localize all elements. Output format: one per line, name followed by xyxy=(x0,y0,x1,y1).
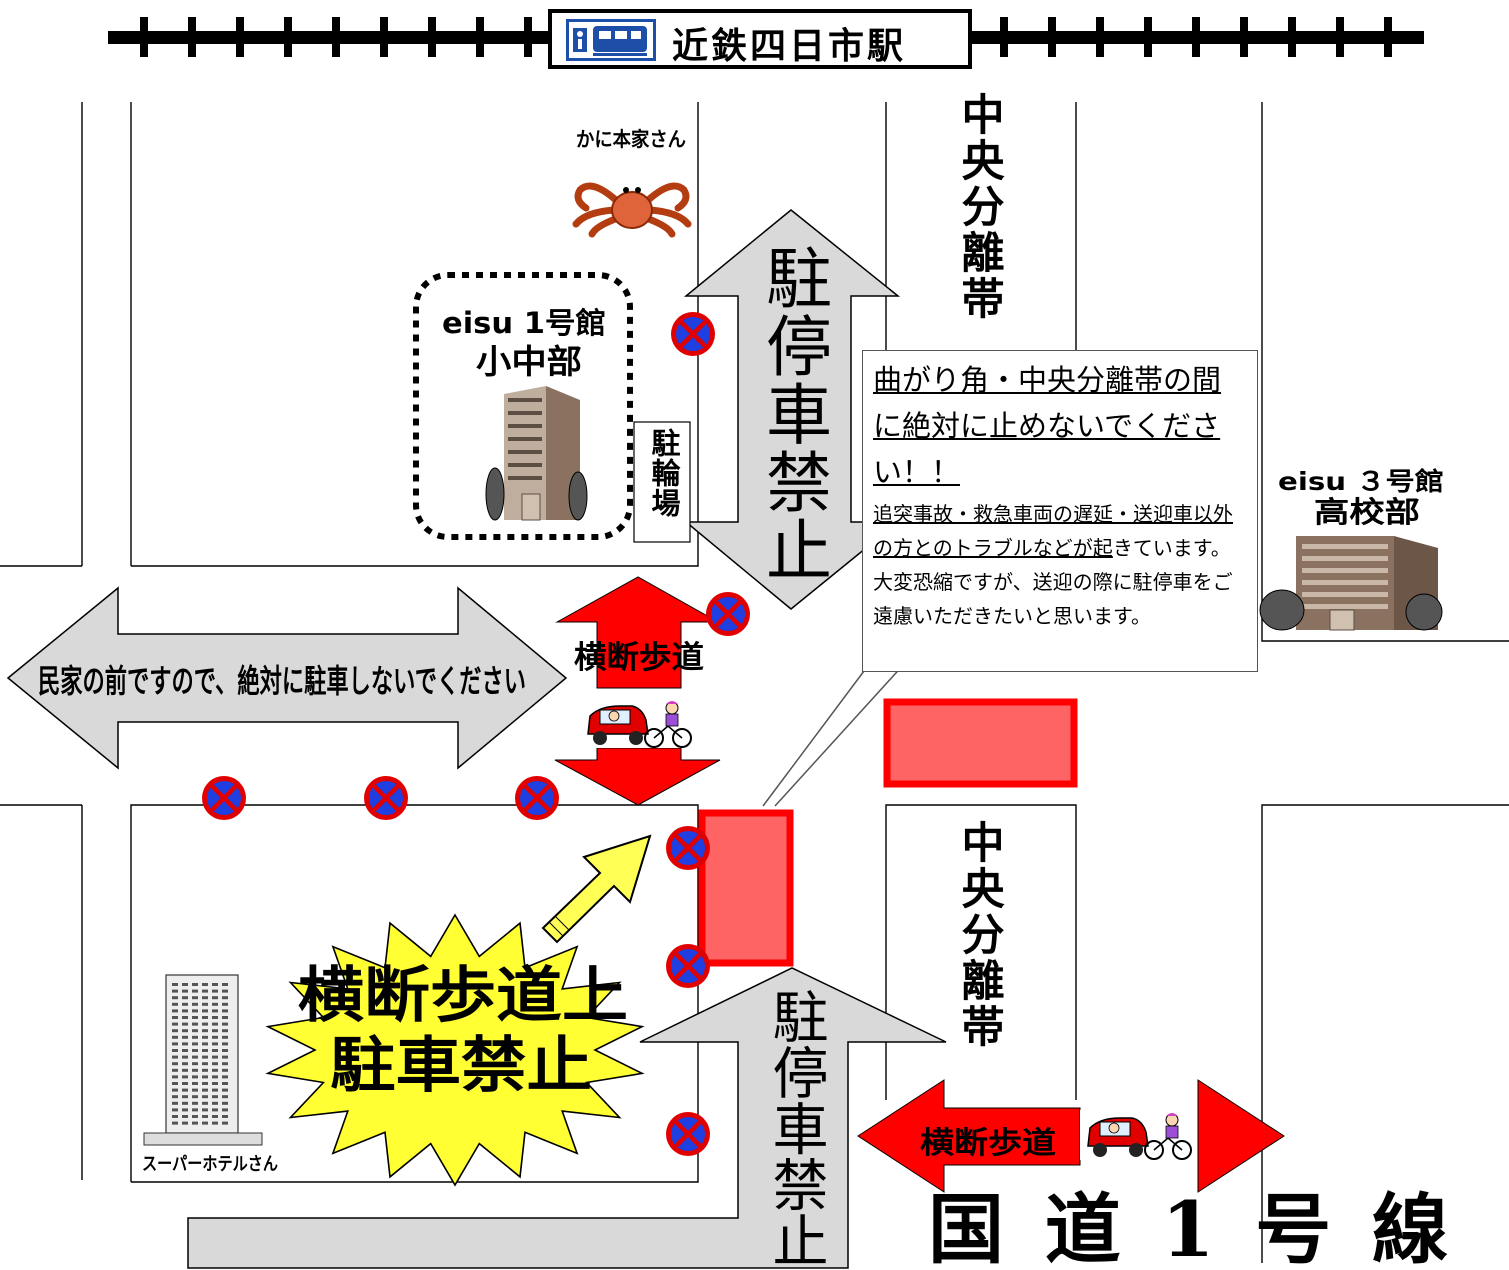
crab-icon xyxy=(572,182,692,238)
no-parking-icon xyxy=(202,776,246,820)
no-parking-icon xyxy=(666,944,710,988)
crosswalk-label-upper: 横断歩道 xyxy=(574,640,704,676)
building-icon xyxy=(1259,536,1443,631)
no-stopping-arrow-lower xyxy=(187,967,947,1269)
median-label-lower: 中央分離帯 xyxy=(954,820,1004,1050)
burst-shape xyxy=(265,913,645,1187)
car-bicycle-icon xyxy=(1079,1109,1193,1161)
eisu1-label-line2: 小中部 xyxy=(476,342,582,381)
residential-warning: 民家の前ですので、絶対に駐車しないでください xyxy=(38,662,526,700)
residential-arrow xyxy=(6,586,568,770)
car-bicycle-icon xyxy=(579,697,693,749)
no-stopping-arrow-upper xyxy=(683,209,901,610)
burst-line-1: 横断歩道上 xyxy=(298,961,628,1031)
crosswalk-arrow-down xyxy=(554,747,721,806)
no-parking-zone-right xyxy=(883,698,1078,788)
no-parking-zone-left xyxy=(698,809,794,967)
road-name: 国 道 1 号 線 xyxy=(928,1185,1448,1270)
no-parking-icon xyxy=(515,776,559,820)
notice-detail-underlined: 追突事故・救急車両の遅延・送迎車以外の方とのトラブルなどが起 xyxy=(873,502,1233,560)
building-icon xyxy=(143,974,263,1146)
no-stopping-label-upper: 駐停車禁止 xyxy=(755,244,832,584)
bicycle-parking-box xyxy=(633,421,691,543)
eisu1-outline xyxy=(413,272,633,540)
no-parking-icon xyxy=(671,312,715,356)
hotel-label: スーパーホテルさん xyxy=(142,1154,278,1175)
crosswalk-arrow-up xyxy=(555,576,720,689)
station-name: 近鉄四日市駅 xyxy=(672,26,907,67)
notice-box: 曲がり角・中央分離帯の間に絶対に止めないでください！！ 追突事故・救急車両の遅延… xyxy=(862,350,1258,672)
callout-pointers xyxy=(762,662,906,807)
no-parking-icon xyxy=(706,592,750,636)
no-parking-icon xyxy=(666,1112,710,1156)
building-icon xyxy=(485,386,588,521)
train-icon xyxy=(566,19,656,61)
no-stopping-label-lower: 駐停車禁止 xyxy=(763,988,828,1268)
notice-detail-rest: きています。大変恐縮ですが、送迎の際に駐停車をご遠慮いただきたいと思います。 xyxy=(873,536,1233,628)
eisu1-label-line1: eisu 1号館 xyxy=(442,306,606,340)
yellow-pointer-arrow xyxy=(541,834,652,944)
bicycle-parking-label: 駐輪場 xyxy=(647,428,681,518)
burst-line-2: 駐車禁止 xyxy=(330,1031,592,1101)
median-label-upper: 中央分離帯 xyxy=(954,92,1004,322)
eisu3-label-line1: eisu ３号館 xyxy=(1278,467,1444,496)
station-sign: 近鉄四日市駅 xyxy=(548,9,972,69)
no-parking-icon xyxy=(364,776,408,820)
crosswalk-arrow-right xyxy=(1197,1079,1285,1193)
no-parking-icon xyxy=(666,826,710,870)
yellow-arrow-stripes xyxy=(548,915,570,937)
notice-detail: 追突事故・救急車両の遅延・送迎車以外の方とのトラブルなどが起きています。大変恐縮… xyxy=(873,497,1247,633)
crosswalk-label-lower: 横断歩道 xyxy=(920,1126,1056,1161)
kani-label: かに本家さん xyxy=(576,127,686,151)
notice-main: 曲がり角・中央分離帯の間に絶対に止めないでください！！ xyxy=(873,363,1222,489)
eisu3-label-line2: 高校部 xyxy=(1314,495,1420,529)
